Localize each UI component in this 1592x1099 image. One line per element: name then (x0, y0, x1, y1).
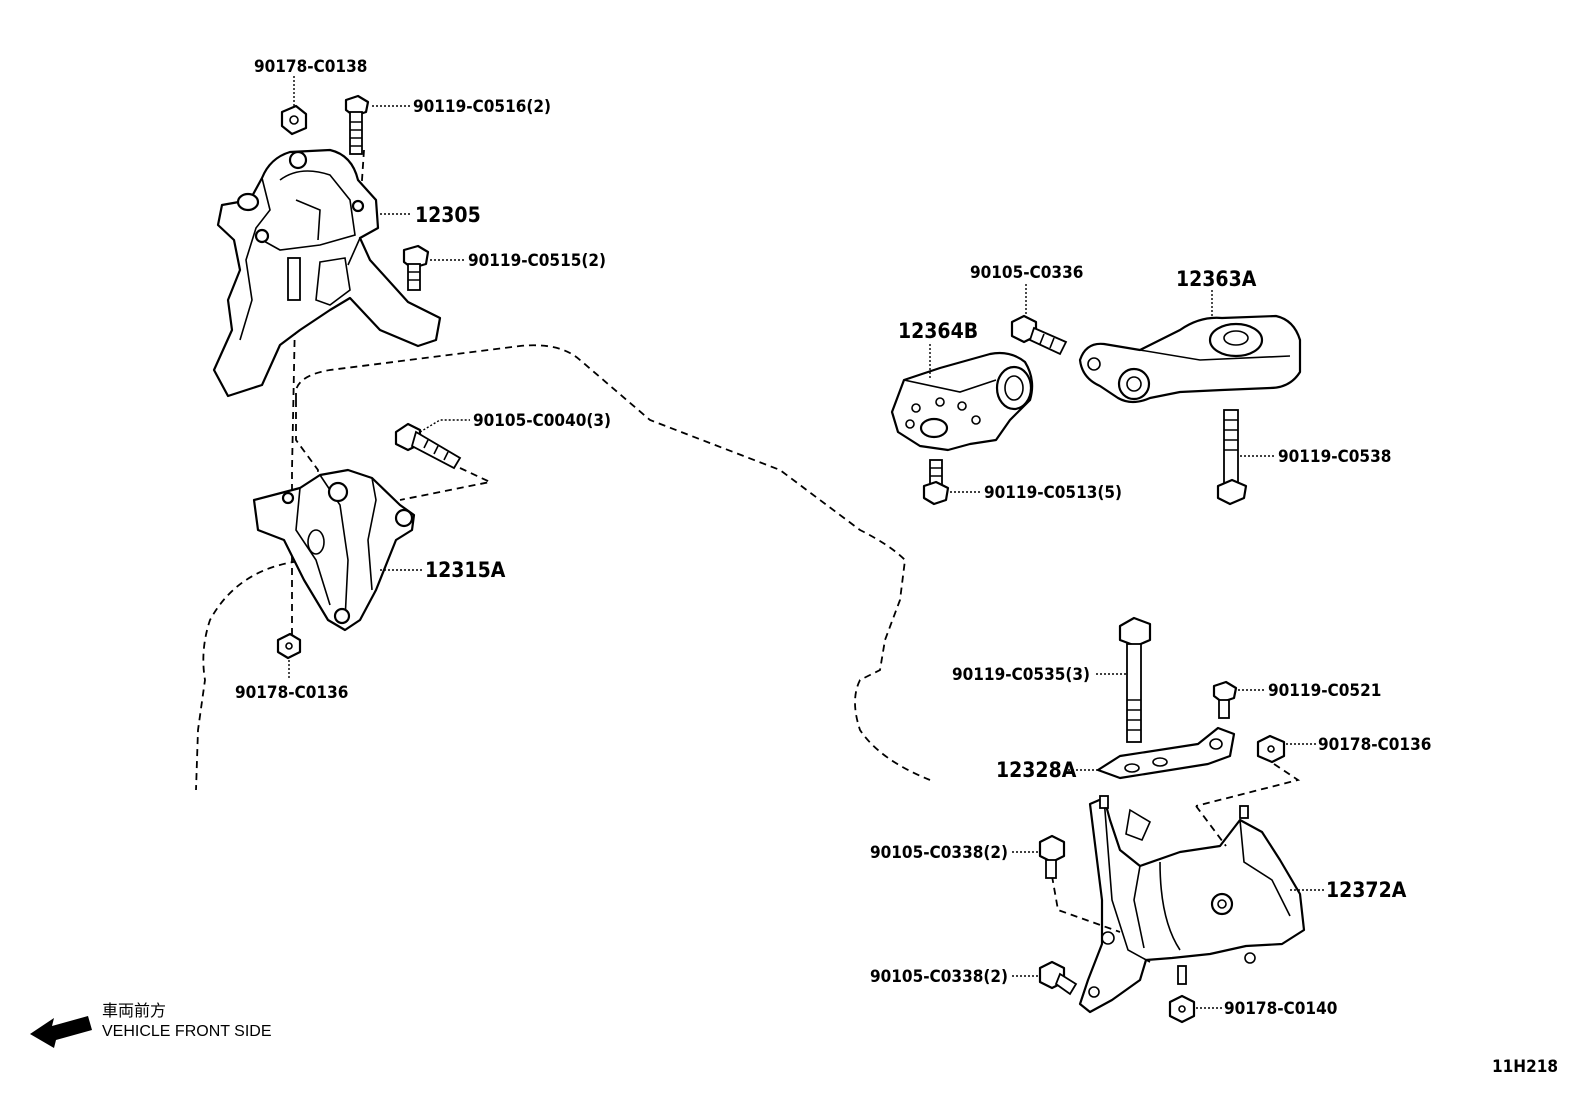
part-90105-C0040-bolt (394, 422, 462, 470)
part-12364B-bracket (890, 351, 1034, 452)
part-90178-C0140-nut (1168, 994, 1196, 1024)
label-90178-C0136-right: 90178-C0136 (1318, 735, 1431, 755)
part-90119-C0515-bolt (402, 244, 430, 291)
mount-stud (287, 257, 301, 301)
part-90119-C0513-bolt (922, 459, 950, 506)
part-90178-C0136-nut-left (276, 632, 302, 660)
part-12315A-bracket (252, 468, 416, 632)
part-12372A-transmission-mount (1078, 795, 1306, 1014)
part-12328A-plate (1096, 726, 1236, 780)
engine-outline-left (195, 400, 319, 791)
part-90105-C0338-bolt-lower (1038, 960, 1078, 996)
label-12305: 12305 (415, 203, 481, 227)
bolt-guide-line (291, 267, 297, 640)
label-90119-C0515: 90119-C0515(2) (468, 251, 606, 271)
front-side-english: VEHICLE FRONT SIDE (102, 1023, 272, 1040)
bolt-guide-line (1051, 875, 1121, 933)
bolt-guide-line (399, 467, 493, 501)
part-90119-C0516-bolt (344, 94, 370, 155)
leader-line (419, 419, 470, 433)
part-90119-C0535-bolt (1118, 616, 1152, 743)
label-90105-C0338-upper: 90105-C0338(2) (870, 843, 1008, 863)
part-90119-C0521-bolt (1212, 680, 1238, 719)
label-90105-C0338-lower: 90105-C0338(2) (870, 967, 1008, 987)
label-12328A: 12328A (996, 758, 1077, 782)
label-90119-C0538: 90119-C0538 (1278, 447, 1391, 467)
label-90105-C0336: 90105-C0336 (970, 263, 1083, 283)
label-90178-C0136-left: 90178-C0136 (235, 683, 348, 703)
part-90178-C0136-nut-right (1256, 734, 1286, 764)
label-12363A: 12363A (1176, 267, 1257, 291)
bolt-guide-line (1195, 763, 1301, 807)
label-90105-C0040: 90105-C0040(3) (473, 411, 611, 431)
bolt-guide-line (1195, 805, 1227, 847)
front-arrow-icon (30, 1016, 92, 1048)
figure-code: 11H218 (1492, 1057, 1558, 1077)
label-90119-C0535: 90119-C0535(3) (952, 665, 1090, 685)
label-90119-C0513: 90119-C0513(5) (984, 483, 1122, 503)
part-90178-C0138-nut (280, 104, 308, 136)
label-90119-C0516: 90119-C0516(2) (413, 97, 551, 117)
label-90119-C0521: 90119-C0521 (1268, 681, 1381, 701)
vehicle-front-indicator: 車両前方 VEHICLE FRONT SIDE (30, 1002, 272, 1048)
part-90105-C0336-bolt (1010, 314, 1068, 356)
part-12305-engine-mount-bracket (212, 148, 442, 398)
label-12364B: 12364B (898, 319, 978, 343)
part-12363A-torque-rod (1078, 314, 1302, 404)
label-12372A: 12372A (1326, 878, 1407, 902)
label-90178-C0138: 90178-C0138 (254, 57, 367, 77)
part-90105-C0338-bolt-upper (1038, 834, 1066, 879)
front-side-japanese: 車両前方 (102, 1002, 166, 1020)
part-90119-C0538-bolt (1216, 409, 1248, 506)
label-12315A: 12315A (425, 558, 506, 582)
label-90178-C0140: 90178-C0140 (1224, 999, 1337, 1019)
engine-outline (295, 344, 931, 781)
